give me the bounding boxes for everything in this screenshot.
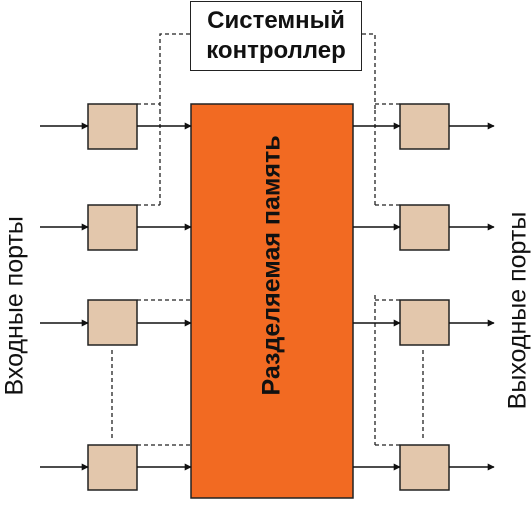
control-line-left-top [160, 34, 190, 110]
output-port-1 [400, 104, 449, 149]
control-line-right-top [362, 34, 375, 110]
controller-label-line1: Системный [207, 6, 345, 36]
input-ports-label: Входные порты [1, 226, 30, 396]
shared-memory-label: Разделяемая память [258, 196, 287, 396]
input-port-3 [88, 300, 137, 345]
output-port-4 [400, 445, 449, 490]
input-port-2 [88, 205, 137, 250]
output-ports-label: Выходные порты [504, 211, 531, 411]
input-ports [88, 104, 137, 490]
controller-label-line2: контроллер [206, 36, 346, 66]
output-port-2 [400, 205, 449, 250]
input-port-4 [88, 445, 137, 490]
output-port-3 [400, 300, 449, 345]
output-ports [400, 104, 449, 490]
input-port-1 [88, 104, 137, 149]
system-controller-box: Системный контроллер [190, 1, 362, 71]
